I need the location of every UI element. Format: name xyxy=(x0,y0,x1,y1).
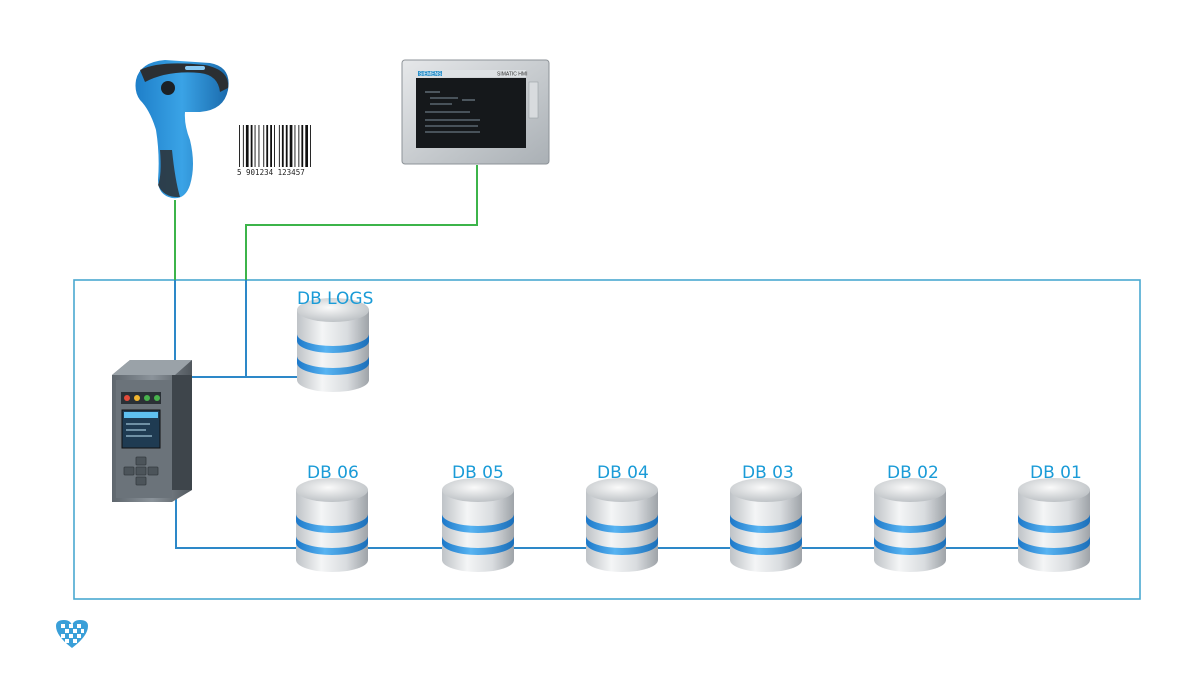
hmi-panel-icon: SIEMENS SIMATIC HMI xyxy=(401,59,550,165)
database-logs-icon xyxy=(297,298,369,392)
database-icon xyxy=(296,478,368,572)
db-label: DB 04 xyxy=(597,463,649,483)
hmi-brand: SIEMENS xyxy=(419,72,442,78)
barcode-icon: 5 901234 123457 xyxy=(236,125,314,177)
database-icon xyxy=(730,478,802,572)
database-icon xyxy=(442,478,514,572)
barcode-digits: 5 901234 123457 xyxy=(237,168,305,177)
plc-cpu-icon xyxy=(112,360,192,502)
db-label: DB 02 xyxy=(887,463,939,483)
barcode-scanner-icon xyxy=(135,60,229,199)
db-label: DB 05 xyxy=(452,463,504,483)
logo-icon xyxy=(56,620,88,648)
database-icon xyxy=(586,478,658,572)
hmi-model: SIMATIC HMI xyxy=(497,72,527,78)
db-logs-label: DB LOGS xyxy=(297,289,374,309)
hmi-link xyxy=(245,165,478,280)
database-icon xyxy=(874,478,946,572)
db-label: DB 06 xyxy=(307,463,359,483)
database-icon xyxy=(1018,478,1090,572)
db-label: DB 03 xyxy=(742,463,794,483)
system-boundary xyxy=(73,279,1141,600)
db-label: DB 01 xyxy=(1030,463,1082,483)
